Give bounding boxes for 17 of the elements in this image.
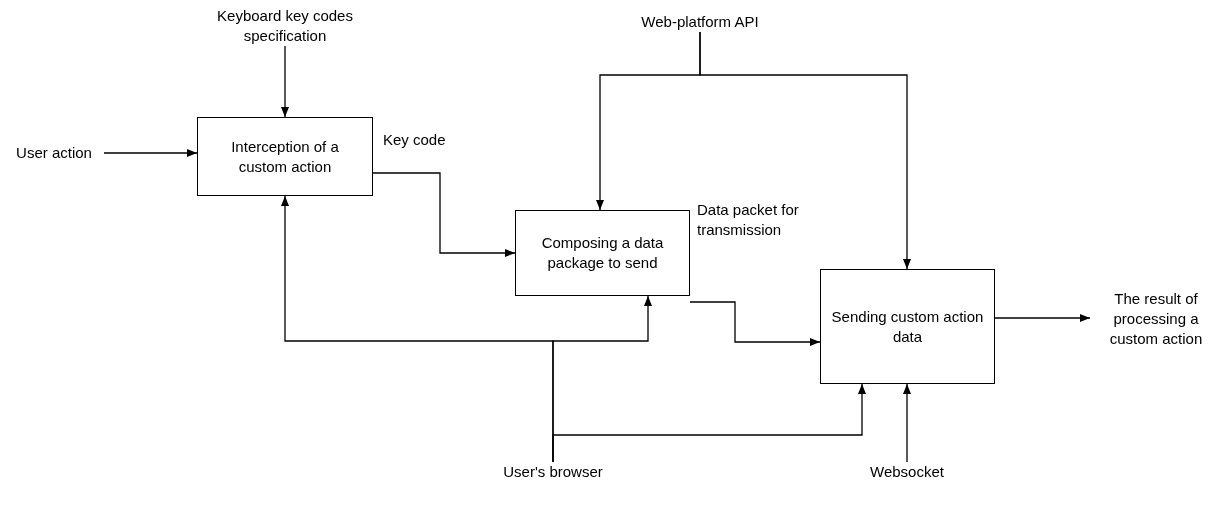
input-label: User action [4, 143, 104, 163]
input-label: Web-platform API [630, 12, 770, 32]
process-box: Sending custom action data [820, 269, 995, 384]
arrow [994, 313, 1091, 323]
input-label: User's browser [498, 462, 608, 482]
arrow [902, 383, 912, 463]
arrow [372, 172, 516, 258]
input-label: The result of processing a custom action [1090, 288, 1222, 350]
process-box: Interception of a custom action [197, 117, 373, 196]
process-box: Composing a data package to send [515, 210, 690, 296]
arrow [280, 45, 290, 118]
arrow [103, 148, 198, 158]
arrow [689, 301, 821, 347]
input-label: Keyboard key codes specification [215, 6, 355, 46]
arrow [552, 383, 867, 463]
arrow [699, 31, 912, 270]
input-label: Websocket [857, 462, 957, 482]
